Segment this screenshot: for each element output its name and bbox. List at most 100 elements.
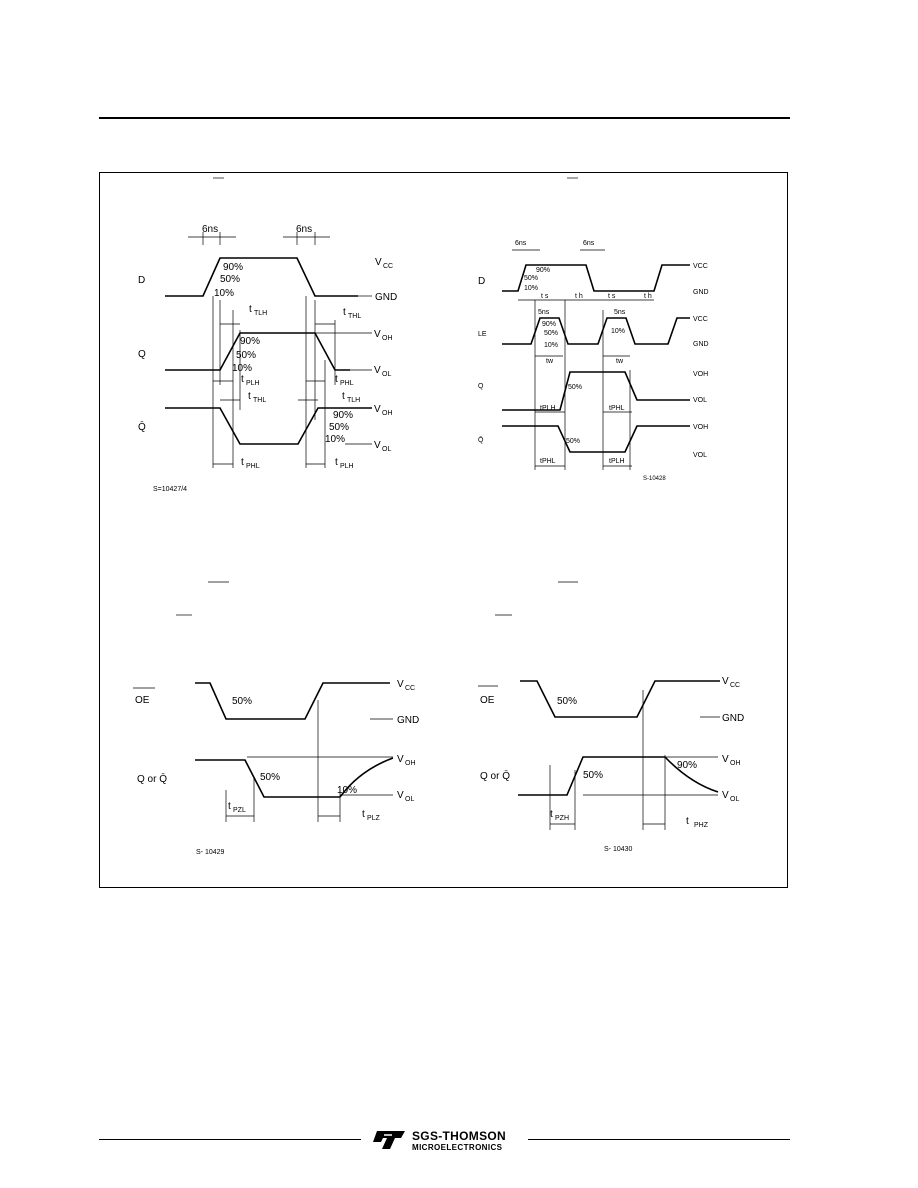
qbar-waveform: [165, 407, 372, 445]
figure-frame: [99, 172, 788, 888]
svg-text:V: V: [722, 790, 729, 801]
svg-text:Q: Q: [478, 383, 484, 390]
q-decay-4: [664, 756, 719, 793]
svg-text:GND: GND: [397, 715, 419, 726]
svg-text:CC: CC: [383, 263, 393, 270]
svg-text:t h: t h: [575, 293, 583, 300]
svg-text:tPLH: tPLH: [609, 458, 625, 465]
q-decay-3: [339, 757, 394, 798]
svg-text:V: V: [397, 679, 404, 690]
q-waveform-3: [195, 759, 340, 798]
svg-text:V: V: [374, 440, 381, 451]
svg-text:PLH: PLH: [246, 380, 260, 387]
oe-label-3: OE: [135, 695, 150, 706]
svg-text:t: t: [342, 391, 345, 402]
svg-text:V: V: [722, 676, 729, 687]
svg-text:PZH: PZH: [555, 815, 569, 822]
svg-text:OL: OL: [382, 446, 391, 453]
svg-text:PHZ: PHZ: [694, 822, 709, 829]
svg-text:90%: 90%: [677, 760, 697, 771]
q-waveform: [165, 332, 350, 371]
svg-text:PHL: PHL: [246, 463, 260, 470]
svg-text:Q̄: Q̄: [478, 436, 484, 444]
diagram-3-id: S- 10429: [196, 849, 225, 856]
svg-text:tPHL: tPHL: [609, 405, 625, 412]
brand-name: SGS-THOMSON: [412, 1129, 506, 1143]
oe-waveform-4: [520, 680, 720, 718]
d-signal-label: D: [138, 275, 145, 286]
svg-text:V: V: [374, 365, 381, 376]
svg-text:OL: OL: [730, 796, 739, 803]
svg-text:50%: 50%: [544, 330, 558, 337]
svg-text:50%: 50%: [583, 770, 603, 781]
d-waveform: [165, 257, 358, 297]
svg-text:V: V: [397, 790, 404, 801]
svg-text:tPHL: tPHL: [540, 458, 556, 465]
svg-text:VCC: VCC: [693, 316, 708, 323]
svg-text:t s: t s: [541, 293, 549, 300]
svg-text:50%: 50%: [566, 438, 580, 445]
q-or-qbar-label-4: Q or Q̄: [480, 769, 510, 782]
svg-text:50%: 50%: [260, 772, 280, 783]
svg-text:V: V: [722, 754, 729, 765]
svg-text:V: V: [397, 754, 404, 765]
svg-text:VOL: VOL: [693, 397, 707, 404]
svg-text:VOH: VOH: [693, 371, 708, 378]
q2-waveform: [502, 371, 690, 411]
svg-text:PLH: PLH: [340, 463, 354, 470]
svg-text:10%: 10%: [325, 434, 345, 445]
svg-text:t: t: [228, 801, 231, 812]
svg-text:t s: t s: [608, 293, 616, 300]
svg-text:t: t: [248, 391, 251, 402]
svg-text:tw: tw: [546, 358, 554, 365]
pct-50: 50%: [220, 274, 240, 285]
svg-text:TLH: TLH: [347, 397, 360, 404]
svg-text:50%: 50%: [232, 696, 252, 707]
footer-rule-left: [99, 1139, 361, 1141]
svg-text:90%: 90%: [240, 336, 260, 347]
svg-text:GND: GND: [722, 713, 744, 724]
svg-text:OL: OL: [405, 796, 414, 803]
svg-text:t: t: [241, 374, 244, 385]
svg-text:CC: CC: [730, 682, 740, 689]
svg-text:tPLH: tPLH: [540, 405, 556, 412]
svg-text:10%: 10%: [337, 785, 357, 796]
svg-text:GND: GND: [693, 289, 709, 296]
svg-text:OH: OH: [405, 760, 416, 767]
oe-label-4: OE: [480, 695, 495, 706]
svg-text:OH: OH: [382, 410, 393, 417]
svg-text:t: t: [241, 457, 244, 468]
gnd-label: GND: [375, 292, 397, 303]
svg-text:10%: 10%: [232, 363, 252, 374]
svg-text:V: V: [374, 329, 381, 340]
brand-subname: MICROELECTRONICS: [412, 1143, 503, 1152]
svg-text:50%: 50%: [557, 696, 577, 707]
qbar2-waveform: [502, 425, 690, 453]
diagram-4-id: S- 10430: [604, 846, 633, 853]
svg-text:OH: OH: [730, 760, 741, 767]
svg-text:TLH: TLH: [254, 310, 267, 317]
svg-text:90%: 90%: [542, 321, 556, 328]
diagram-1-id: S=10427/4: [153, 486, 187, 493]
svg-text:t: t: [249, 304, 252, 315]
svg-text:S-10428: S-10428: [643, 476, 666, 482]
svg-text:50%: 50%: [236, 350, 256, 361]
svg-text:90%: 90%: [333, 410, 353, 421]
qbar-signal-label: Q̄: [138, 420, 146, 433]
svg-text:V: V: [374, 404, 381, 415]
pct-10: 10%: [214, 288, 234, 299]
svg-text:LE: LE: [478, 331, 487, 338]
svg-text:50%: 50%: [568, 384, 582, 391]
q-signal-label: Q: [138, 349, 146, 360]
svg-text:t: t: [686, 816, 689, 827]
svg-text:t: t: [343, 307, 346, 318]
svg-text:90%: 90%: [536, 267, 550, 274]
svg-text:VCC: VCC: [693, 263, 708, 270]
footer-rule-right: [528, 1139, 790, 1141]
svg-text:50%: 50%: [329, 422, 349, 433]
svg-text:VOH: VOH: [693, 424, 708, 431]
